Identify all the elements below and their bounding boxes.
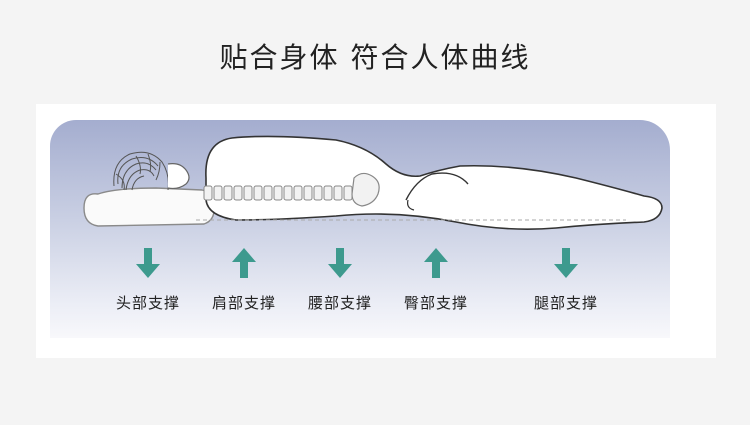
head-hair	[113, 151, 169, 191]
support-label-head: 头部支撑	[115, 294, 180, 312]
down-arrow-icon	[328, 248, 352, 278]
body-figure	[83, 135, 663, 230]
up-arrow-icon	[232, 248, 256, 278]
up-arrow-icon	[424, 248, 448, 278]
pillow	[83, 187, 215, 227]
support-label-leg: 腿部支撑	[533, 294, 598, 312]
down-arrow-icon	[136, 248, 160, 278]
support-label-waist: 腰部支撑	[307, 294, 372, 312]
support-label-shoulder: 肩部支撑	[211, 294, 276, 312]
support-label-hip: 臀部支撑	[403, 294, 468, 312]
page-title: 贴合身体 符合人体曲线	[219, 41, 531, 74]
face	[167, 163, 190, 190]
body-outline	[205, 135, 663, 230]
pelvis	[351, 172, 380, 207]
arm	[405, 172, 469, 201]
down-arrow-icon	[554, 248, 578, 278]
hand	[407, 199, 415, 211]
spine	[203, 185, 353, 201]
